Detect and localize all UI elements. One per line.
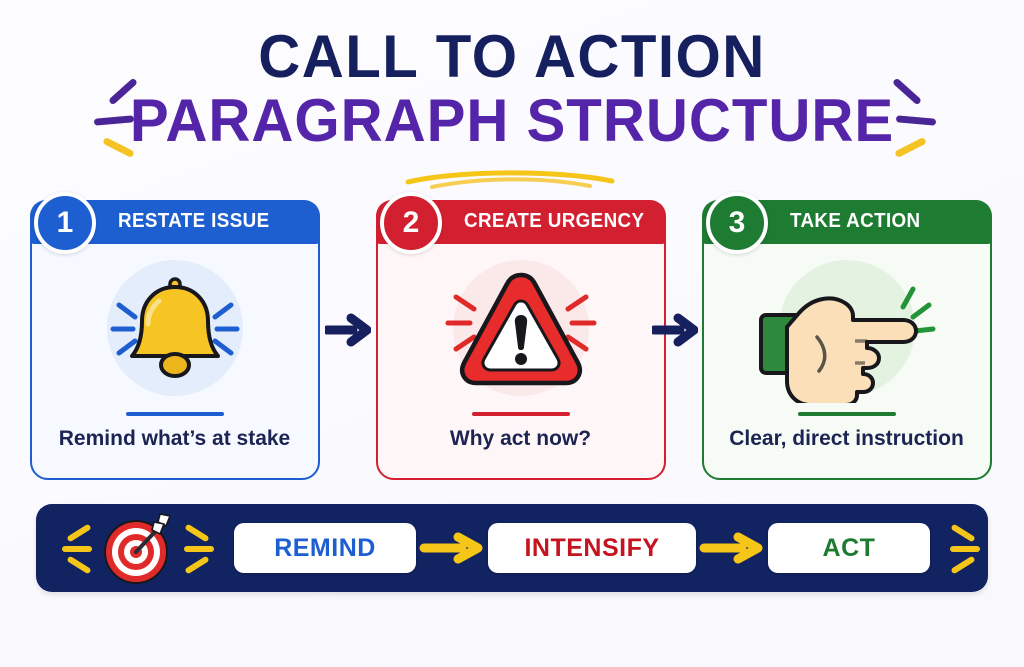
caption-divider xyxy=(126,412,224,416)
step-arrow-1-icon xyxy=(325,313,371,347)
step-number-badge: 2 xyxy=(380,192,442,254)
caption-divider xyxy=(798,412,896,416)
summary-pill-act[interactable]: ACT xyxy=(768,523,930,573)
step-number-badge: 1 xyxy=(34,192,96,254)
summary-bar: REMIND INTENSIFY ACT xyxy=(36,504,988,592)
step-card-header-label: RESTATE ISSUE xyxy=(117,210,269,232)
step-card-caption: Why act now? xyxy=(449,427,592,450)
step-number-badge: 3 xyxy=(706,192,768,254)
summary-arrow-1-icon xyxy=(419,532,483,564)
step-card-header-label: CREATE URGENCY xyxy=(463,210,644,232)
warning-triangle-icon xyxy=(445,272,596,386)
caption-divider xyxy=(472,412,570,416)
target-dartboard-icon xyxy=(104,513,171,584)
step-card-create-urgency[interactable]: CREATE URGENCY 2 Why act now? xyxy=(375,192,666,480)
target-rays-left-icon xyxy=(52,518,98,578)
burst-lines-left-icon xyxy=(84,74,154,164)
pointing-hand-icon xyxy=(758,286,935,403)
summary-pill-remind[interactable]: REMIND xyxy=(234,523,416,573)
step-card-caption: Remind what’s at stake xyxy=(58,427,291,450)
bell-icon xyxy=(110,277,239,378)
page-title-secondary: PARAGRAPH STRUCTURE xyxy=(129,87,895,154)
step-card-header-label: TAKE ACTION xyxy=(789,210,921,232)
summary-rays-right-icon xyxy=(944,518,990,578)
step-icon-area xyxy=(704,248,989,408)
title-block: CALL TO ACTION PARAGRAPH STRUCTURE xyxy=(0,26,1024,154)
summary-arrow-2-icon xyxy=(699,532,763,564)
step-icon-area xyxy=(378,248,663,408)
step-card-restate-issue[interactable]: RESTATE ISSUE 1 Remind what’s xyxy=(29,192,320,480)
page-title-primary: CALL TO ACTION xyxy=(258,23,766,90)
summary-pill-intensify[interactable]: INTENSIFY xyxy=(488,523,696,573)
burst-lines-right-icon xyxy=(876,74,946,164)
target-rays-right-icon xyxy=(178,518,224,578)
step-card-take-action[interactable]: TAKE ACTION 3 Clear, direct instruction xyxy=(701,192,992,480)
step-icon-area xyxy=(32,248,317,408)
step-arrow-2-icon xyxy=(652,313,698,347)
step-card-caption: Clear, direct instruction xyxy=(729,427,964,450)
title-underline-swoosh-icon xyxy=(405,170,615,189)
